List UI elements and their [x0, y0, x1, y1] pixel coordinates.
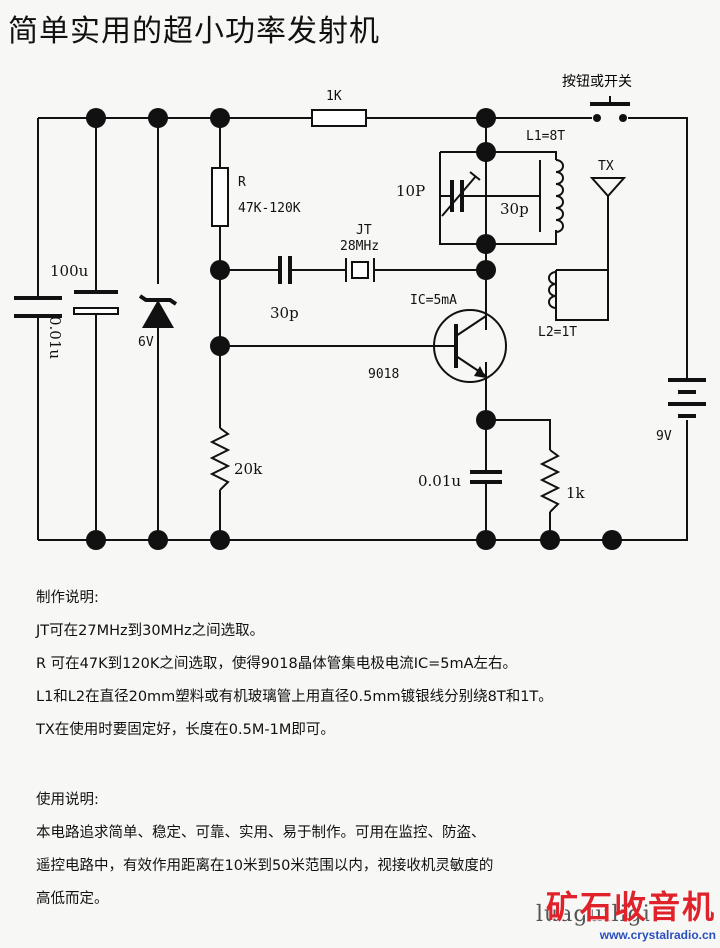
- l2-label: L2=1T: [538, 325, 577, 340]
- wires: [37, 117, 688, 541]
- crystal-name: JT: [356, 223, 372, 238]
- zener-label: 6V: [138, 335, 154, 350]
- push-switch-icon: 按钮或开关: [562, 74, 632, 122]
- antenna-icon: TX: [589, 159, 627, 198]
- trim-cap-min-label: 10P: [396, 182, 425, 200]
- usage-note-line: 遥控电路中，有效作用距离在10米到50米范围以内，视接收机灵敏度的: [36, 858, 494, 874]
- antenna-label: TX: [598, 159, 614, 174]
- build-note-line: TX在使用时要固定好，长度在0.5M-1M即可。: [36, 722, 335, 738]
- emitter-res-label: 1k: [566, 484, 586, 502]
- trim-cap-max-label: 30p: [500, 200, 529, 218]
- battery-label: 9V: [656, 429, 672, 444]
- usage-notes: 使用说明: 本电路追求简单、稳定、可靠、实用、易于制作。可用在监控、防盗、 遥控…: [36, 784, 493, 916]
- build-note-line: L1和L2在直径20mm塑料或有机玻璃管上用直径0.5mm镀银线分别绕8T和1T…: [36, 689, 553, 705]
- build-note-line: R 可在47K到120K之间选取，使得9018晶体管集电极电流IC=5mA左右。: [36, 656, 518, 672]
- cap-100u-label: 100u: [50, 262, 89, 280]
- usage-note-line: 高低而定。: [36, 891, 109, 907]
- ic-current-label: IC=5mA: [410, 293, 457, 308]
- transistor-label: 9018: [368, 367, 399, 382]
- crystal-freq: 28MHz: [340, 239, 379, 254]
- battery-icon: 9V: [656, 378, 706, 444]
- inductor-l2-icon: L2=1T: [538, 271, 577, 340]
- capacitor-30p-coupling: 30p: [270, 256, 299, 322]
- trimmer-capacitor-icon: 10P 30p: [396, 171, 529, 218]
- zener-diode-icon: 6V: [138, 294, 178, 350]
- capacitor-0-01u-left: 0.01u: [14, 296, 64, 359]
- crystal-icon: JT 28MHz: [340, 223, 379, 282]
- resistor-r-bias: R 47K-120K: [211, 167, 301, 227]
- build-notes: 制作说明: JT可在27MHz到30MHz之间选取。 R 可在47K到120K之…: [36, 582, 553, 747]
- transistor-9018-icon: IC=5mA 9018: [368, 293, 507, 383]
- r-series-label: 1K: [326, 89, 342, 104]
- page-title: 简单实用的超小功率发射机: [8, 14, 380, 49]
- emitter-cap-label: 0.01u: [418, 472, 461, 490]
- build-notes-heading: 制作说明:: [36, 590, 99, 606]
- r-bias-name: R: [238, 175, 246, 190]
- usage-notes-heading: 使用说明:: [36, 792, 99, 808]
- cap-0-01u-label: 0.01u: [46, 316, 64, 359]
- cap-30p-label: 30p: [270, 304, 299, 322]
- logo-url: www.crystalradio.cn: [599, 928, 716, 942]
- r-base-label: 20k: [234, 460, 263, 478]
- build-note-line: JT可在27MHz到30MHz之间选取。: [36, 623, 265, 639]
- inductor-l1-icon: L1=8T: [526, 129, 565, 233]
- resistor-1k: 1K: [311, 89, 367, 127]
- junction-dots: [86, 108, 622, 550]
- usage-note-line: 本电路追求简单、稳定、可靠、实用、易于制作。可用在监控、防盗、: [36, 825, 486, 841]
- resistor-emitter-1k: 1k: [539, 449, 586, 513]
- capacitor-emitter: 0.01u: [418, 470, 502, 490]
- r-bias-value: 47K-120K: [238, 201, 301, 216]
- logo-name: 矿石收音机: [545, 888, 716, 926]
- circuit-diagram: 0.01u 100u 6V R 47K-120K 1K 30p JT 28MHz: [14, 74, 706, 550]
- site-logo: 矿石收音机 www.crystalradio.cn: [546, 882, 716, 942]
- l1-label: L1=8T: [526, 129, 565, 144]
- switch-label: 按钮或开关: [562, 74, 632, 90]
- capacitor-100u: 100u: [50, 262, 119, 315]
- resistor-20k: 20k: [209, 427, 263, 491]
- watermark-text: luaguiligi: [536, 902, 651, 927]
